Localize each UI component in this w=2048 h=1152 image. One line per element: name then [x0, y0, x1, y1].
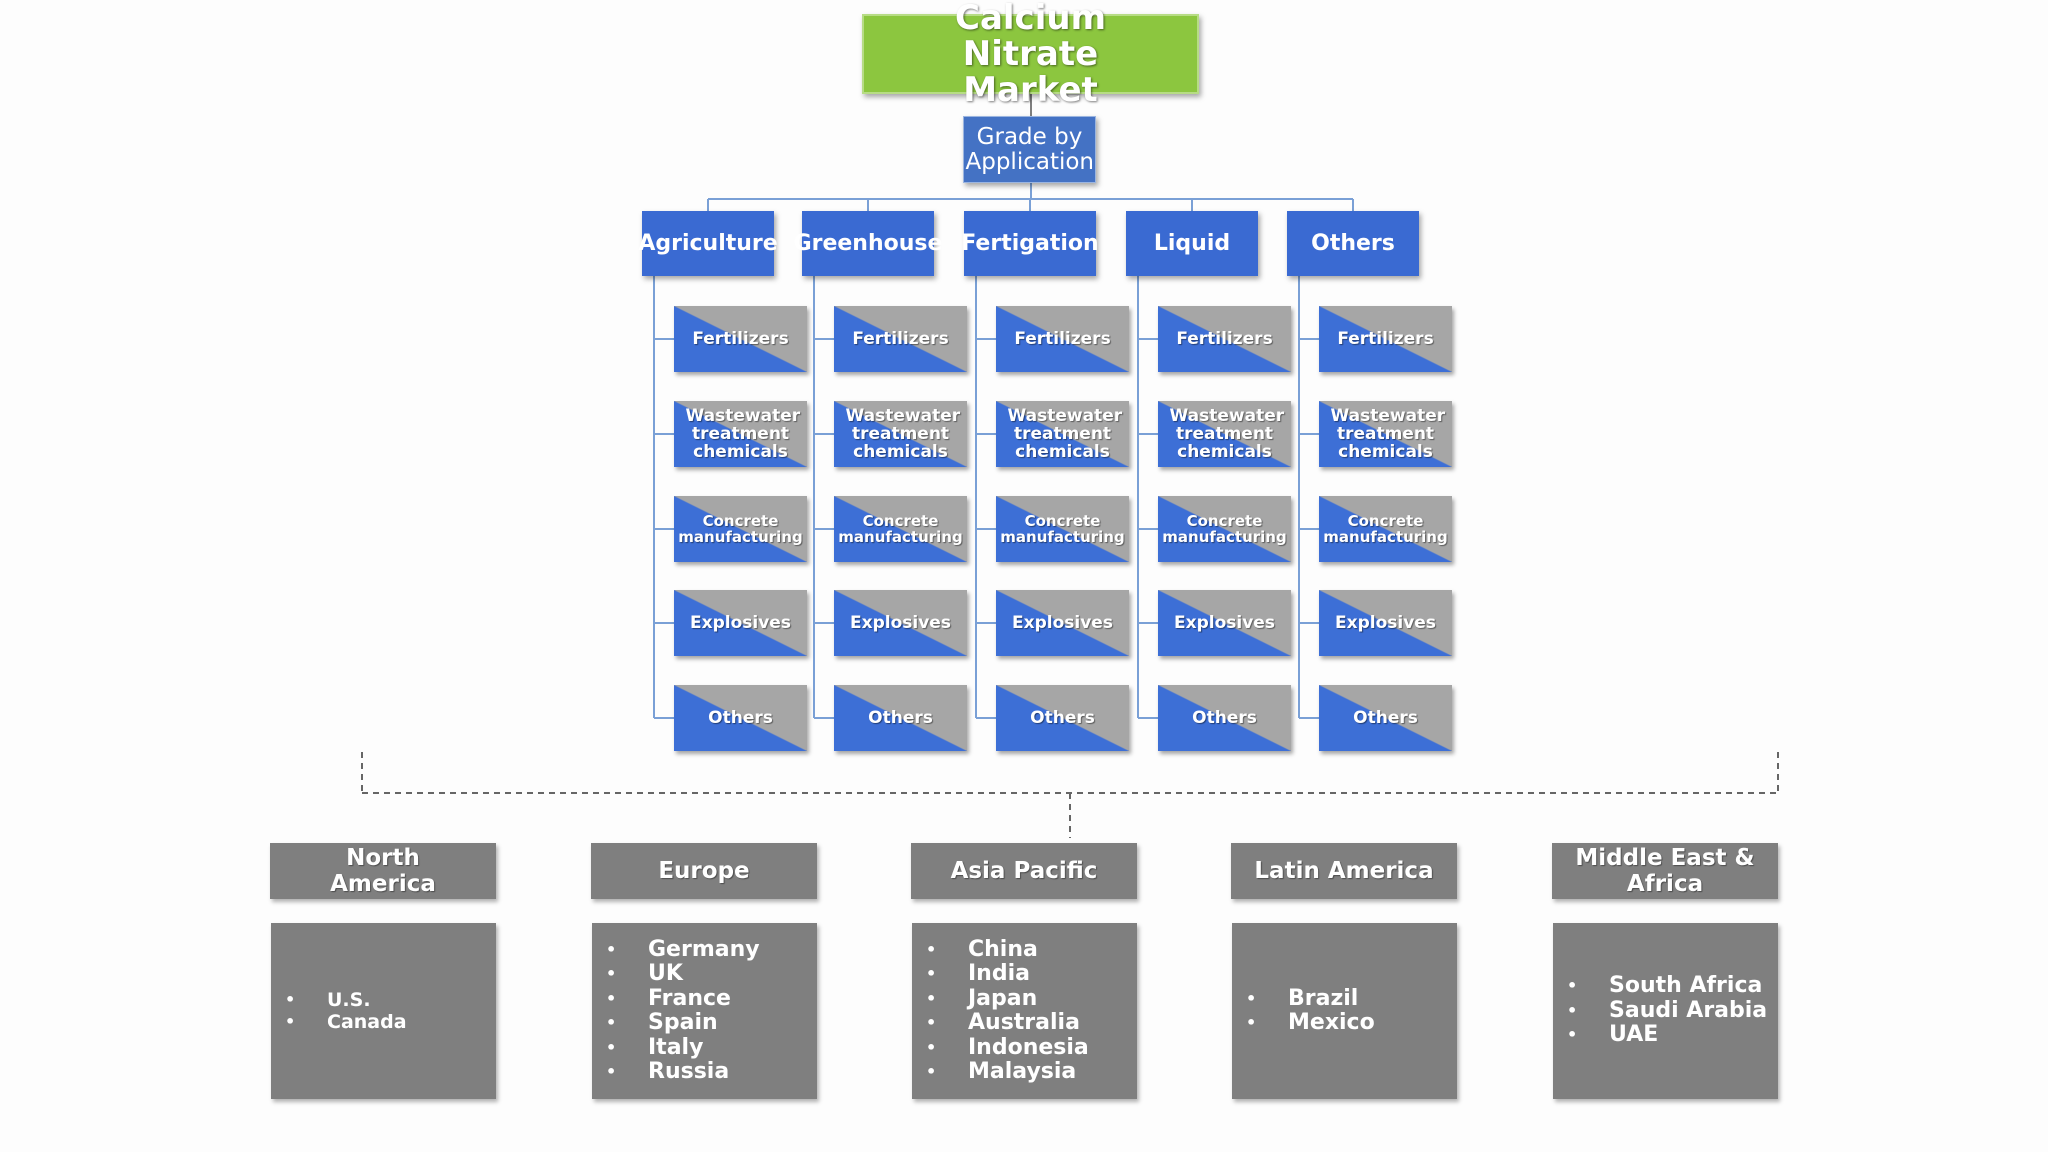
sub-tile-concrete-manufacturing: Concrete manufacturing — [996, 496, 1129, 562]
country-item-uk: UK — [606, 961, 760, 987]
application-node-others: Others — [1287, 211, 1419, 276]
country-item-malaysia: Malaysia — [926, 1059, 1089, 1085]
application-node-agriculture: Agriculture — [638, 211, 778, 276]
region-header-europe: Europe — [591, 843, 817, 899]
country-item-australia: Australia — [926, 1010, 1089, 1036]
country-item-india: India — [926, 961, 1089, 987]
sub-tile-fertilizers: Fertilizers — [1319, 306, 1452, 372]
sub-tile-fertilizers: Fertilizers — [996, 306, 1129, 372]
sub-tile-fertilizers: Fertilizers — [834, 306, 967, 372]
sub-tile-explosives: Explosives — [674, 590, 807, 656]
sub-tile-explosives: Explosives — [996, 590, 1129, 656]
sub-tile-concrete-manufacturing: Concrete manufacturing — [1158, 496, 1291, 562]
sub-tile-explosives: Explosives — [1158, 590, 1291, 656]
sub-tile-others: Others — [834, 685, 967, 751]
country-list: GermanyUKFranceSpainItalyRussia — [592, 937, 760, 1085]
application-node-greenhouse: Greenhouse — [794, 211, 942, 276]
sub-tile-others: Others — [996, 685, 1129, 751]
sub-tile-concrete-manufacturing: Concrete manufacturing — [674, 496, 807, 562]
sub-tile-fertilizers: Fertilizers — [674, 306, 807, 372]
country-list: BrazilMexico — [1232, 986, 1375, 1036]
sub-tile-fertilizers: Fertilizers — [1158, 306, 1291, 372]
application-node-liquid: Liquid — [1126, 211, 1258, 276]
region-country-list-latin-america: BrazilMexico — [1232, 923, 1457, 1099]
sub-tile-others: Others — [674, 685, 807, 751]
country-item-france: France — [606, 986, 760, 1012]
country-item-indonesia: Indonesia — [926, 1035, 1089, 1061]
sub-tile-wastewater-treatment-chemicals: Wastewater treatment chemicals — [674, 401, 807, 467]
sub-tile-concrete-manufacturing: Concrete manufacturing — [834, 496, 967, 562]
region-country-list-asia-pacific: ChinaIndiaJapanAustraliaIndonesiaMalaysi… — [912, 923, 1137, 1099]
sub-tile-wastewater-treatment-chemicals: Wastewater treatment chemicals — [996, 401, 1129, 467]
region-header-latin-america: Latin America — [1231, 843, 1457, 899]
region-country-list-europe: GermanyUKFranceSpainItalyRussia — [592, 923, 817, 1099]
country-item-uae: UAE — [1567, 1023, 1767, 1048]
region-header-north-america: North America — [270, 843, 496, 899]
country-item-canada: Canada — [285, 1011, 407, 1033]
region-header-asia-pacific: Asia Pacific — [911, 843, 1137, 899]
sub-tile-explosives: Explosives — [1319, 590, 1452, 656]
sub-tile-others: Others — [1319, 685, 1452, 751]
application-node-fertigation: Fertigation — [961, 211, 1099, 276]
country-list: U.S.Canada — [271, 989, 407, 1033]
country-item-italy: Italy — [606, 1035, 760, 1061]
region-country-list-middle-east-africa: South AfricaSaudi ArabiaUAE — [1553, 923, 1778, 1099]
sub-tile-wastewater-treatment-chemicals: Wastewater treatment chemicals — [834, 401, 967, 467]
country-item-russia: Russia — [606, 1059, 760, 1085]
country-item-mexico: Mexico — [1246, 1010, 1375, 1036]
country-item-germany: Germany — [606, 937, 760, 963]
country-item-saudi-arabia: Saudi Arabia — [1567, 998, 1767, 1024]
country-item-china: China — [926, 937, 1089, 963]
sub-tile-wastewater-treatment-chemicals: Wastewater treatment chemicals — [1319, 401, 1452, 467]
country-list: ChinaIndiaJapanAustraliaIndonesiaMalaysi… — [912, 937, 1089, 1085]
country-item-spain: Spain — [606, 1010, 760, 1036]
sub-tile-explosives: Explosives — [834, 590, 967, 656]
country-item-u-s: U.S. — [285, 989, 407, 1011]
country-item-japan: Japan — [926, 986, 1089, 1012]
region-country-list-north-america: U.S.Canada — [271, 923, 496, 1099]
sub-tile-others: Others — [1158, 685, 1291, 751]
sub-tile-wastewater-treatment-chemicals: Wastewater treatment chemicals — [1158, 401, 1291, 467]
segment-node-grade-by-application: Grade by Application — [963, 116, 1096, 183]
country-list: South AfricaSaudi ArabiaUAE — [1553, 974, 1767, 1048]
country-item-south-africa: South Africa — [1567, 974, 1767, 999]
region-header-middle-east-africa: Middle East & Africa — [1552, 843, 1778, 899]
sub-tile-concrete-manufacturing: Concrete manufacturing — [1319, 496, 1452, 562]
country-item-brazil: Brazil — [1246, 986, 1375, 1012]
diagram-title: Calcium Nitrate Market — [862, 0, 1199, 108]
